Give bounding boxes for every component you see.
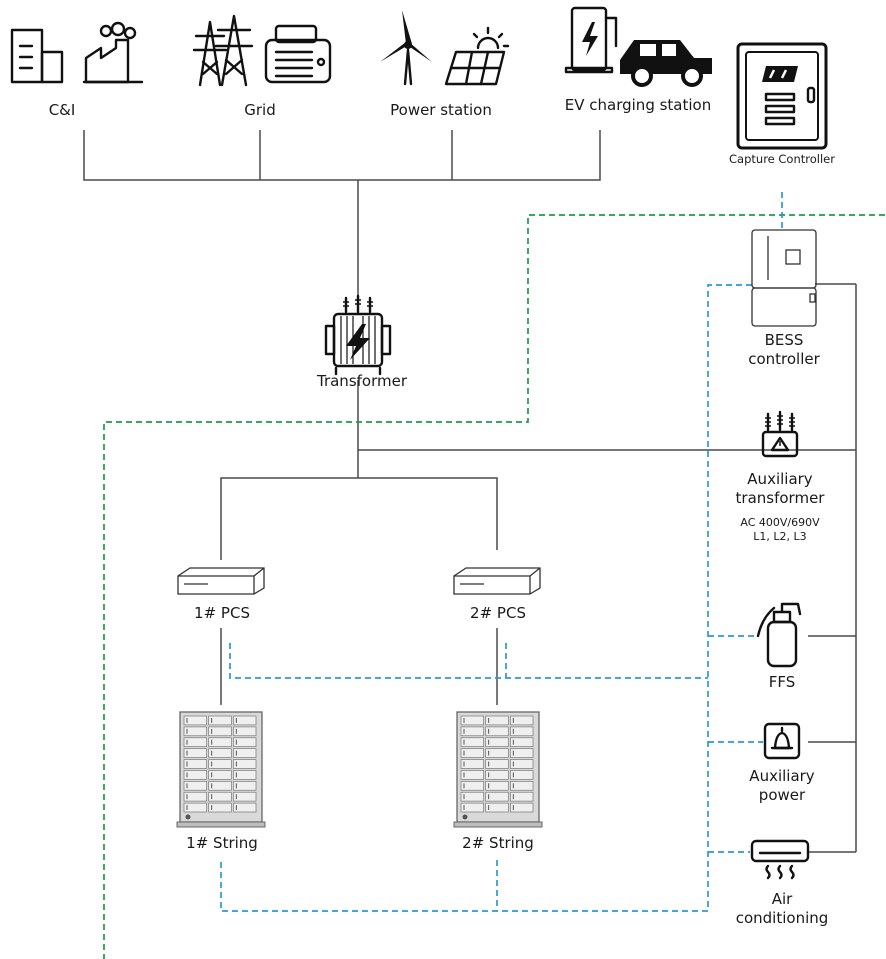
air-conditioner-icon: [750, 839, 810, 880]
fire-extinguisher-icon: [756, 602, 802, 668]
aux-transformer-icon: [761, 410, 799, 458]
capture-controller-label: Capture Controller: [729, 152, 835, 166]
string-2-rack-icon: [453, 711, 543, 828]
transmission-tower-icon: [192, 14, 254, 87]
ci-label: C&I: [48, 101, 76, 119]
car-icon: [620, 40, 712, 87]
string-1-rack-icon: [176, 711, 266, 828]
auxiliary-power-icon: [763, 722, 801, 760]
bess-controller-icon: [751, 229, 817, 327]
wind-turbine-icon: [380, 10, 432, 86]
bess-controller-label: BESS controller: [748, 331, 820, 368]
aux-transformer-spec: AC 400V/690V L1, L2, L3: [740, 516, 820, 544]
capture-controller-cabinet-icon: [736, 42, 828, 150]
pcs-1-icon: [177, 567, 265, 595]
power-station-label: Power station: [390, 101, 492, 119]
pcs-2-icon: [453, 567, 541, 595]
factory-icon: [82, 21, 144, 84]
grid-label: Grid: [244, 101, 276, 119]
building-icon: [10, 28, 64, 84]
blue-comm-lines: [220, 192, 783, 912]
pcs-1-label: 1# PCS: [194, 604, 250, 622]
battery-unit-icon: [264, 24, 332, 84]
ffs-label: FFS: [768, 673, 796, 691]
aux-transformer-label: Auxiliary transformer: [735, 470, 825, 507]
solar-panel-icon: [444, 26, 510, 86]
string-2-label: 2# String: [462, 834, 534, 852]
ev-charger-icon: [564, 6, 618, 74]
power-lines: [83, 130, 857, 853]
string-1-label: 1# String: [186, 834, 258, 852]
transformer-icon: [324, 294, 392, 376]
air-conditioning-label: Air conditioning: [735, 890, 829, 927]
ev-charging-label: EV charging station: [564, 96, 712, 114]
transformer-label: Transformer: [316, 372, 408, 390]
aux-power-label: Auxiliary power: [749, 767, 815, 804]
pcs-2-label: 2# PCS: [470, 604, 526, 622]
green-comm-line: [103, 214, 885, 959]
